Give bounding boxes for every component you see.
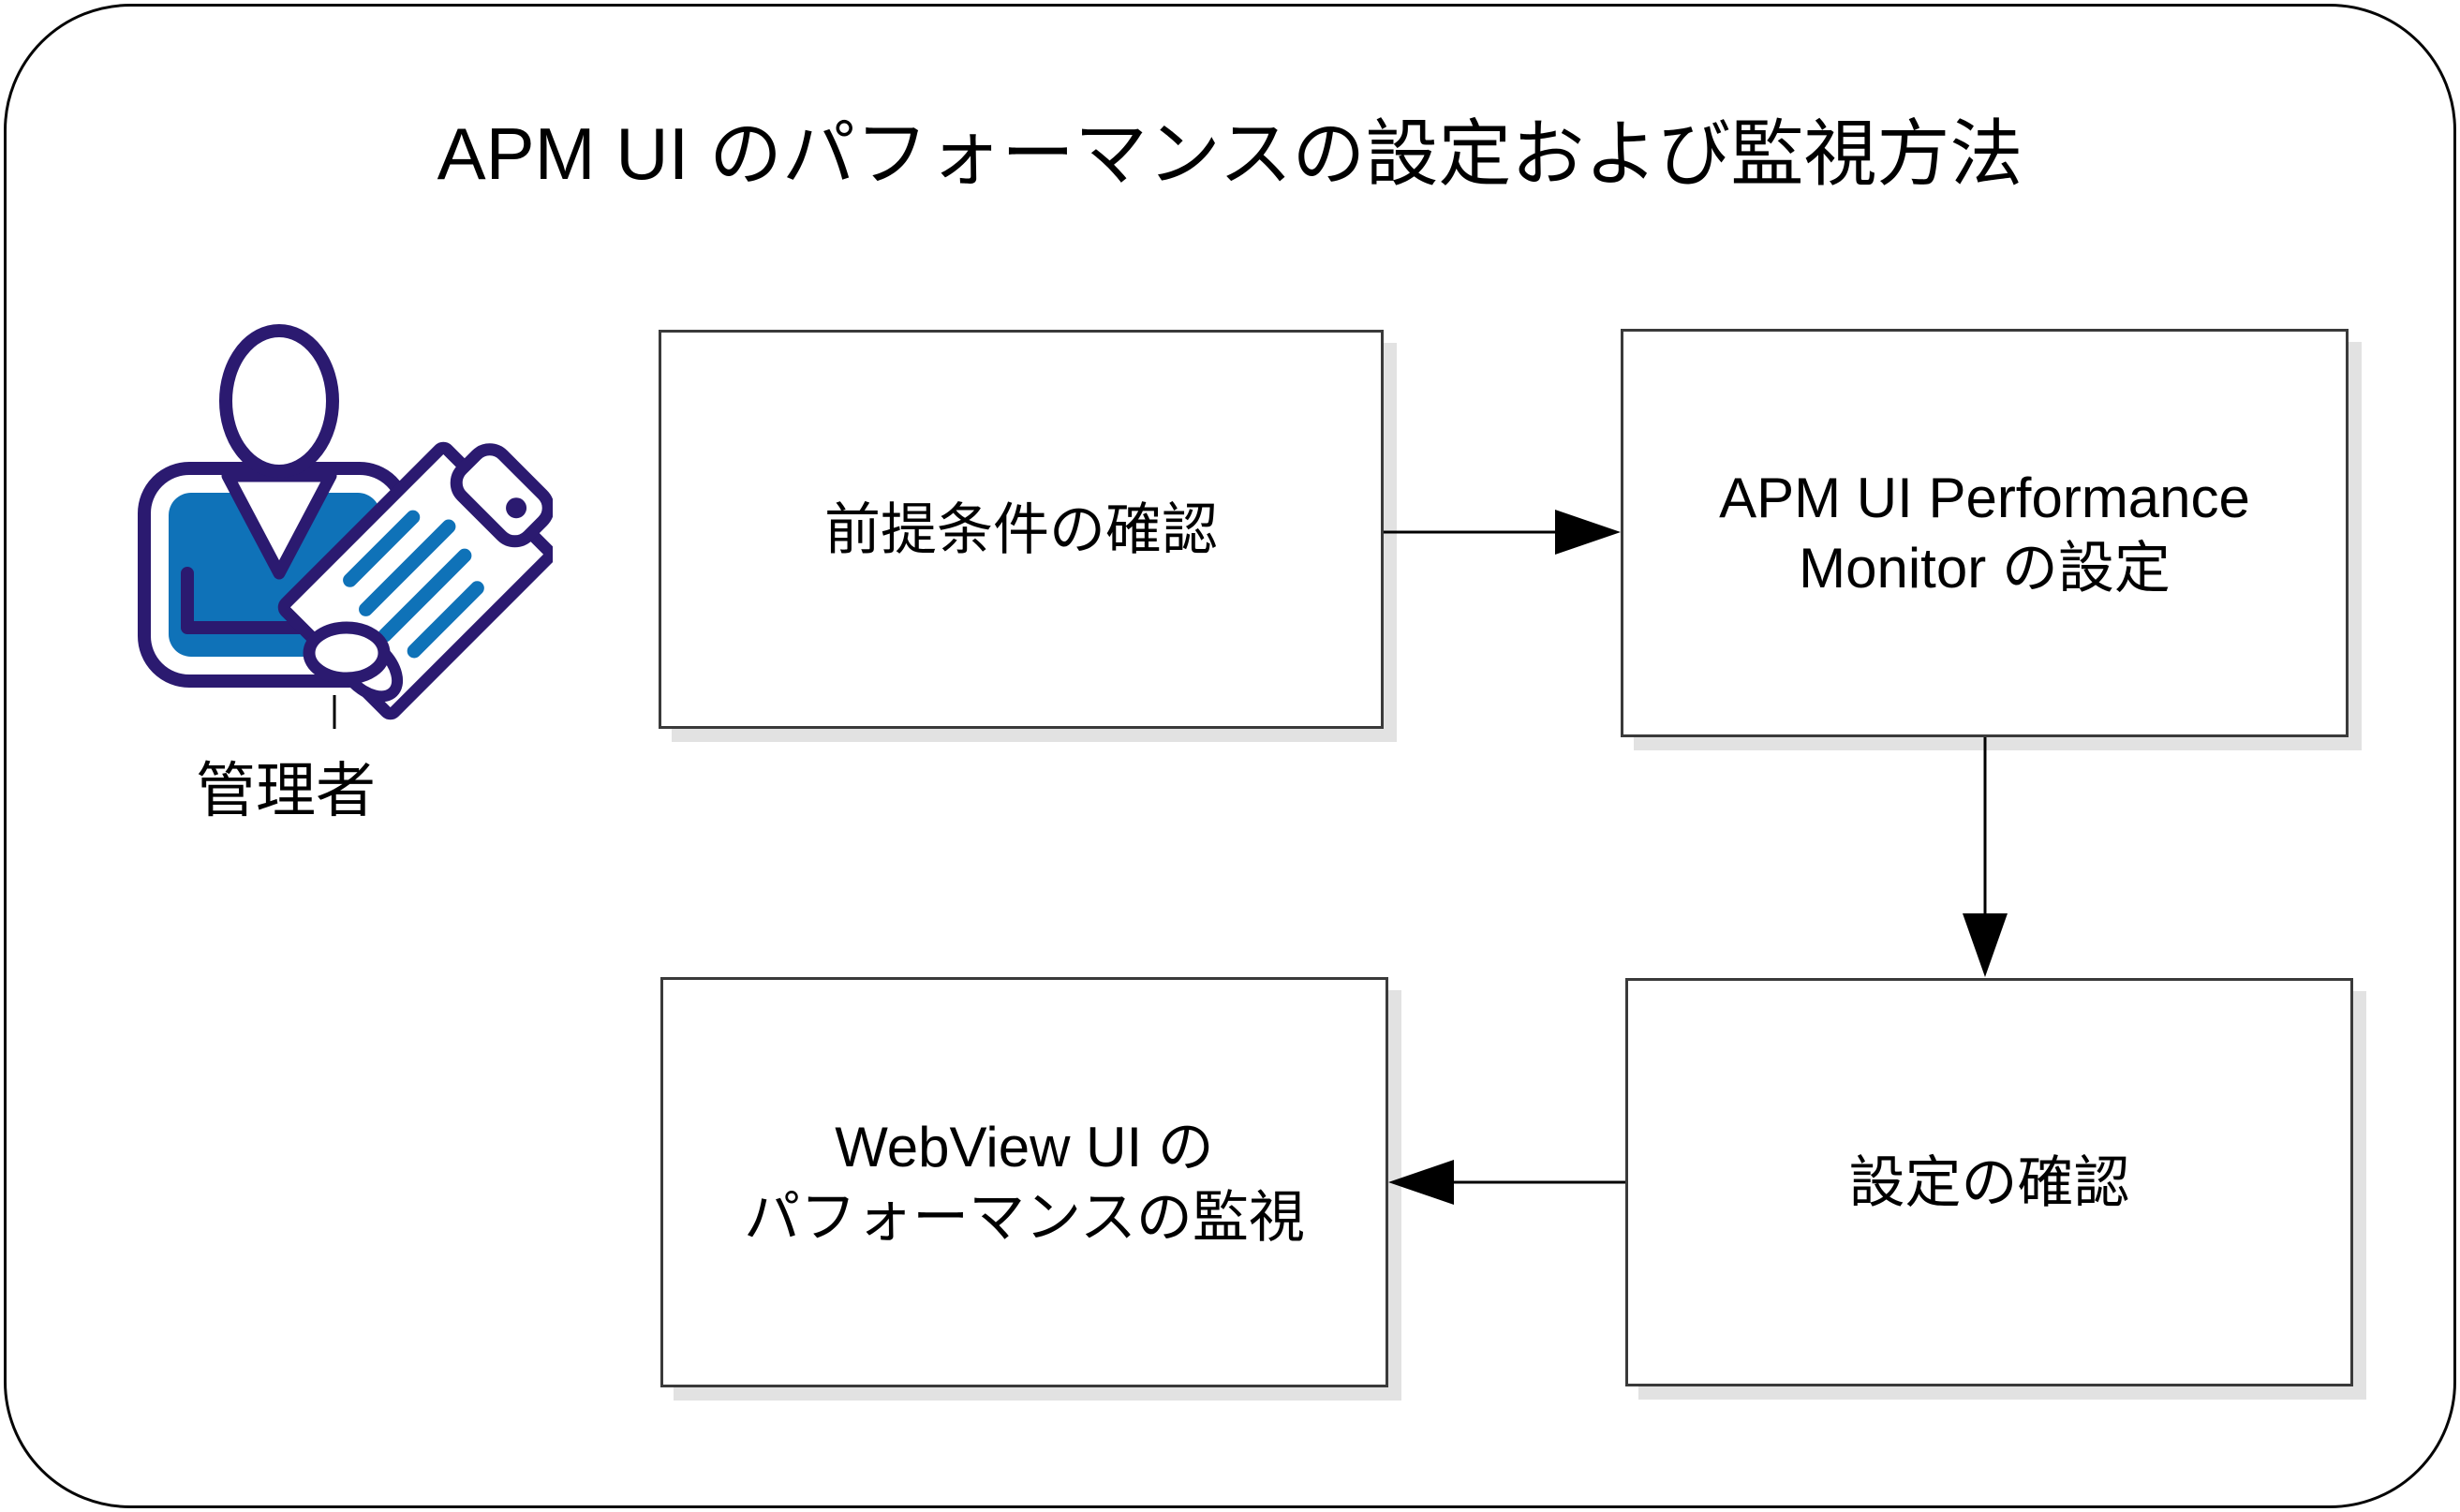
administrator-clipboard-icon bbox=[138, 324, 553, 720]
flow-box-step2-line1: APM UI Performance bbox=[1719, 467, 2250, 529]
flow-box-step2: APM UI Performance Monitor の設定 bbox=[1621, 329, 2349, 737]
diagram-title: APM UI のパフォーマンスの設定および監視方法 bbox=[437, 112, 2023, 195]
flow-box-step4: WebView UI の パフォーマンスの監視 bbox=[660, 977, 1388, 1387]
flow-box-step3: 設定の確認 bbox=[1625, 978, 2353, 1386]
flow-box-step1-label: 前提条件の確認 bbox=[824, 497, 1218, 561]
flow-box-step1: 前提条件の確認 bbox=[659, 330, 1384, 729]
flow-box-step3-label: 設定の確認 bbox=[1848, 1150, 2130, 1214]
actor-label: 管理者 bbox=[196, 757, 376, 824]
flow-box-step2-line2: Monitor の設定 bbox=[1799, 537, 2171, 600]
flow-box-step4-line2: パフォーマンスの監視 bbox=[744, 1186, 1305, 1249]
flow-box-step4-line1: WebView UI の bbox=[835, 1116, 1214, 1178]
